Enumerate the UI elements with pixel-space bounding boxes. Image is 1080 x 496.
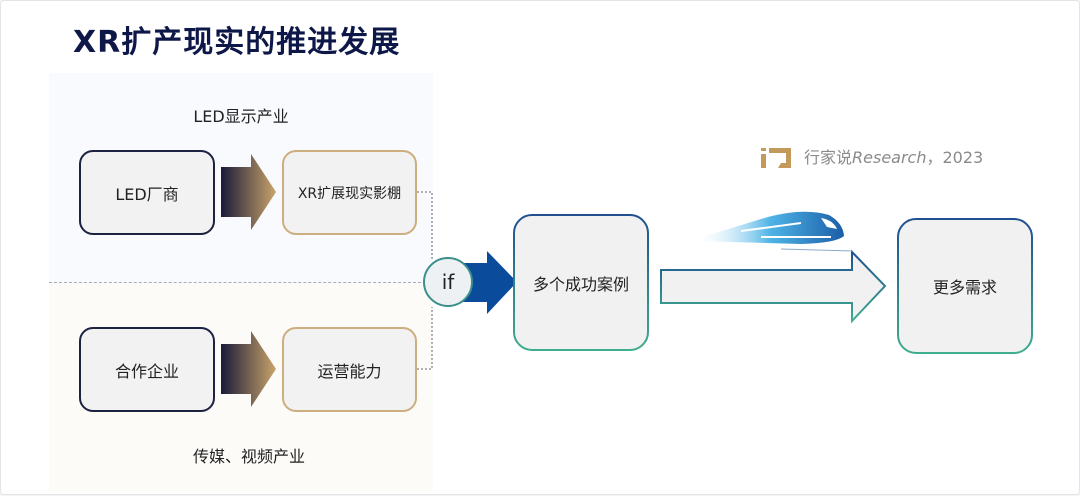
more-demand-box: 更多需求 [932,278,997,297]
success-box-border [513,214,649,351]
led-maker-box: LED厂商 [79,150,215,235]
media-industry-label: 传媒、视频产业 [192,447,305,466]
page-title: XR扩产现实的推进发展 [73,25,401,60]
section-divider [49,282,421,283]
if-condition-circle: if [423,257,473,307]
success-cases-box: 多个成功案例 [532,274,629,294]
source-caption: 行家说Research，2023 [804,144,983,168]
source-year: ，2023 [926,148,984,167]
xr-studio-box: XR扩展现实影棚 [282,150,417,235]
partner-box: 合作企业 [79,327,215,412]
big-arrow-icon [660,249,887,324]
led-industry-label: LED显示产业 [193,107,289,126]
source-prefix: 行家说 [804,148,853,167]
source-research: Research [852,148,927,167]
dashed-connector [417,191,433,370]
train-icon [696,211,854,252]
demand-box-border [897,218,1033,354]
brand-logo-icon [761,148,791,168]
arrow-icon [221,154,276,230]
arrow-icon [221,331,276,407]
blue-arrow-icon [459,251,517,314]
operation-box: 运营能力 [282,327,417,412]
